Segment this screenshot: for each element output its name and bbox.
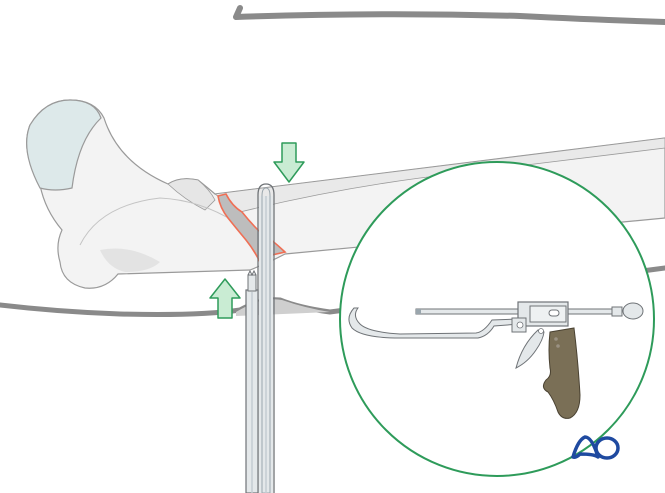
intertrochanteric-line bbox=[79, 197, 236, 246]
femoral-head bbox=[26, 99, 102, 191]
instrument-inset-circle bbox=[339, 161, 655, 477]
arrow-up-icon bbox=[209, 278, 241, 319]
arrow-down-icon bbox=[273, 142, 305, 183]
skin-outline-top bbox=[233, 5, 665, 25]
greater-trochanter bbox=[167, 178, 216, 211]
clamp-hook-limb bbox=[257, 183, 275, 493]
ao-logo bbox=[571, 435, 620, 460]
reduction-clamp-instrument bbox=[348, 301, 644, 419]
lesser-trochanter bbox=[100, 248, 160, 272]
